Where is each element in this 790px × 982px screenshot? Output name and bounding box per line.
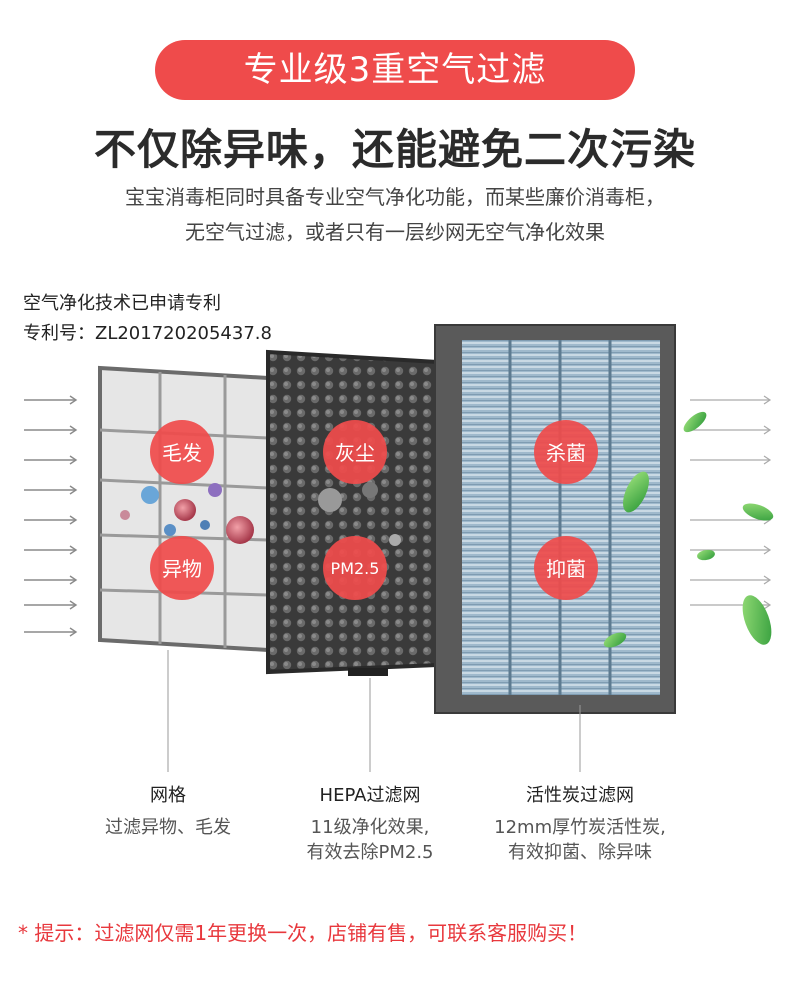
badge-antibacterial: 抑菌 <box>534 536 598 600</box>
filter-desc-carbon-1: 12mm厚竹炭活性炭, <box>494 817 666 838</box>
badge-foreign-matter: 异物 <box>150 536 214 600</box>
particles-illustration <box>120 483 254 544</box>
badge-label: 异物 <box>162 557 202 581</box>
subline-2: 无空气过滤，或者只有一层纱网无空气净化效果 <box>185 220 605 244</box>
mesh-filter <box>98 365 270 653</box>
badge-pm25: PM2.5 <box>323 536 387 600</box>
hepa-filter <box>266 349 440 676</box>
leaf-icons <box>603 411 774 648</box>
headline: 不仅除异味，还能避免二次污染 <box>93 125 696 174</box>
patent-number: 专利号：ZL201720205437.8 <box>23 323 272 344</box>
filter-desc-mesh-1: 过滤异物、毛发 <box>105 817 231 838</box>
carbon-filter <box>434 324 676 714</box>
subline-1: 宝宝消毒柜同时具备专业空气净化功能，而某些廉价消毒柜， <box>125 185 665 209</box>
badge-label: 灰尘 <box>335 441 375 465</box>
badge-label: 毛发 <box>162 441 202 465</box>
filter-name-mesh: 网格 <box>150 785 186 806</box>
filter-desc-hepa-2: 有效去除PM2.5 <box>306 842 434 863</box>
badge-label: PM2.5 <box>331 559 380 578</box>
title-banner: 专业级3重空气过滤 <box>155 40 635 100</box>
badge-label: 杀菌 <box>546 441 586 465</box>
filter-name-hepa: HEPA过滤网 <box>319 785 421 806</box>
filter-name-carbon: 活性炭过滤网 <box>526 785 634 806</box>
badge-label: 抑菌 <box>546 557 586 581</box>
filter-desc-carbon-2: 有效抑菌、除异味 <box>508 842 652 863</box>
replacement-notice: * 提示：过滤网仅需1年更换一次，店铺有售，可联系客服购买！ <box>18 921 588 945</box>
badge-dust: 灰尘 <box>323 420 387 484</box>
airflow-arrows-right <box>690 395 772 610</box>
filter-desc-hepa-1: 11级净化效果, <box>310 817 430 838</box>
patent-line-1: 空气净化技术已申请专利 <box>23 293 221 314</box>
airflow-arrows-left <box>24 395 78 637</box>
badge-hair: 毛发 <box>150 420 214 484</box>
badge-sterilize: 杀菌 <box>534 420 598 484</box>
